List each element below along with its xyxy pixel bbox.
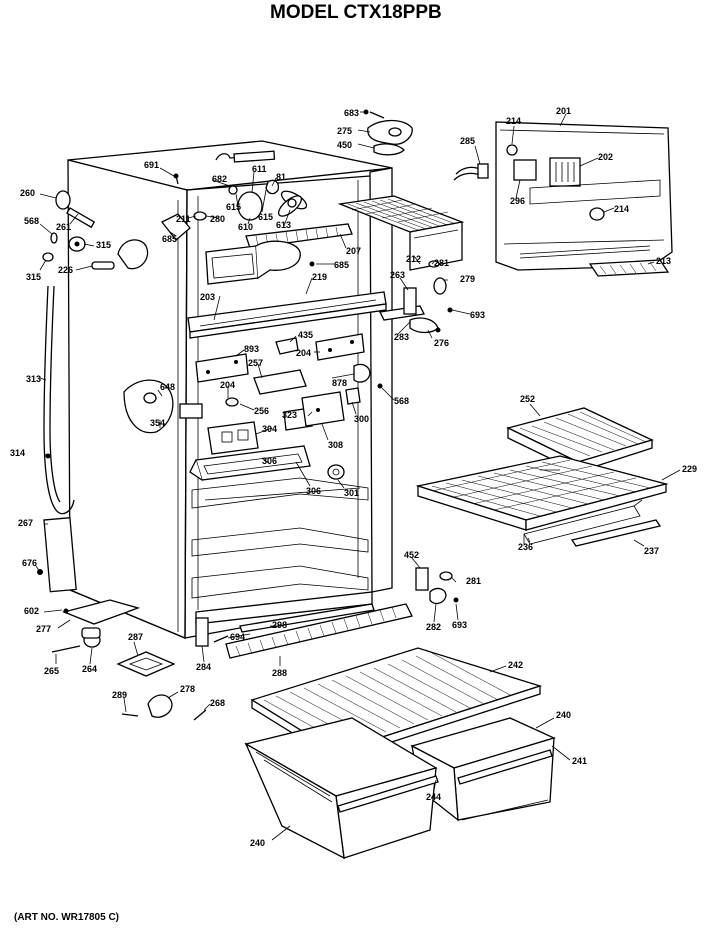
part-label: 306 <box>262 456 277 466</box>
part-label: 315 <box>26 272 41 282</box>
part-label: 450 <box>337 140 352 150</box>
part-label: 610 <box>238 222 253 232</box>
part-label: 204 <box>220 380 235 390</box>
part-label: 244 <box>426 792 441 802</box>
part-label: 207 <box>346 246 361 256</box>
part-label: 237 <box>644 546 659 556</box>
part-label: 214 <box>506 116 521 126</box>
part-label: 314 <box>10 448 25 458</box>
part-label: 281 <box>434 258 449 268</box>
part-label: 281 <box>466 576 481 586</box>
part-label: 683 <box>344 108 359 118</box>
part-label: 219 <box>312 272 327 282</box>
part-label: 693 <box>452 620 467 630</box>
top-hinge-parts <box>363 109 413 156</box>
part-label: 323 <box>282 410 297 420</box>
part-label: 226 <box>58 265 73 275</box>
part-label: 240 <box>250 838 265 848</box>
part-label: 280 <box>210 214 225 224</box>
part-label: 213 <box>656 256 671 266</box>
part-label: 261 <box>56 222 71 232</box>
fan-blade <box>277 190 308 217</box>
part-label: 285 <box>460 136 475 146</box>
part-label: 268 <box>210 698 225 708</box>
part-label: 240 <box>556 710 571 720</box>
part-label: 893 <box>244 344 259 354</box>
part-label: 284 <box>196 662 211 672</box>
part-label: 682 <box>212 174 227 184</box>
part-label: 279 <box>460 274 475 284</box>
part-label: 214 <box>614 204 629 214</box>
part-label: 452 <box>404 550 419 560</box>
part-label: 260 <box>20 188 35 198</box>
part-label: 315 <box>96 240 111 250</box>
part-label: 615 <box>258 212 273 222</box>
part-label: 252 <box>520 394 535 404</box>
part-label: 257 <box>248 358 263 368</box>
part-label: 241 <box>572 756 587 766</box>
part-label: 685 <box>162 234 177 244</box>
part-label: 602 <box>24 606 39 616</box>
part-label: 264 <box>82 664 97 674</box>
part-label: 81 <box>276 172 286 182</box>
part-label: 275 <box>337 126 352 136</box>
part-label: 267 <box>18 518 33 528</box>
left-hinge-parts <box>37 190 149 625</box>
part-label: 693 <box>470 310 485 320</box>
part-label: 306 <box>306 486 321 496</box>
leader-lines <box>35 111 681 841</box>
part-label: 212 <box>406 254 421 264</box>
part-label: 236 <box>518 542 533 552</box>
part-label: 276 <box>434 338 449 348</box>
part-label: 203 <box>200 292 215 302</box>
control-panel <box>453 121 673 277</box>
part-label: 265 <box>44 666 59 676</box>
part-label: 300 <box>354 414 369 424</box>
part-label: 287 <box>128 632 143 642</box>
part-label: 263 <box>390 270 405 280</box>
part-label: 685 <box>334 260 349 270</box>
part-label: 288 <box>272 668 287 678</box>
part-label: 648 <box>160 382 175 392</box>
part-label: 313 <box>26 374 41 384</box>
part-label: 611 <box>252 164 267 174</box>
part-label: 204 <box>296 348 311 358</box>
model-title: MODEL CTX18PPB <box>270 2 442 23</box>
right-shelves <box>415 407 669 605</box>
part-label: 202 <box>598 152 613 162</box>
part-label: 283 <box>394 332 409 342</box>
part-label: 201 <box>556 106 571 116</box>
part-label: 289 <box>112 690 127 700</box>
part-label: 229 <box>682 464 697 474</box>
part-label: 256 <box>254 406 269 416</box>
part-label: 282 <box>426 622 441 632</box>
part-label: 615 <box>226 202 241 212</box>
part-label: 298 <box>272 620 287 630</box>
part-label: 308 <box>328 440 343 450</box>
part-label: 277 <box>36 624 51 634</box>
part-label: 676 <box>22 558 37 568</box>
part-label: 435 <box>298 330 313 340</box>
part-label: 878 <box>332 378 347 388</box>
part-label: 211 <box>176 214 191 224</box>
part-label: 304 <box>262 424 277 434</box>
middle-parts <box>123 287 441 481</box>
art-number: (ART NO. WR17805 C) <box>14 912 119 923</box>
part-label: 278 <box>180 684 195 694</box>
part-label: 613 <box>276 220 291 230</box>
part-label: 691 <box>144 160 159 170</box>
part-label: 354 <box>150 418 165 428</box>
part-label: 301 <box>344 488 359 498</box>
part-label: 568 <box>24 216 39 226</box>
part-label: 242 <box>508 660 523 670</box>
part-label: 568 <box>394 396 409 406</box>
part-number-labels: 683 275 450 285 214 201 202 296 214 213 … <box>10 106 697 848</box>
freezer-upper-parts <box>161 150 465 313</box>
bottom-parts <box>51 603 556 860</box>
part-label: 296 <box>510 196 525 206</box>
part-label: 694 <box>230 632 245 642</box>
